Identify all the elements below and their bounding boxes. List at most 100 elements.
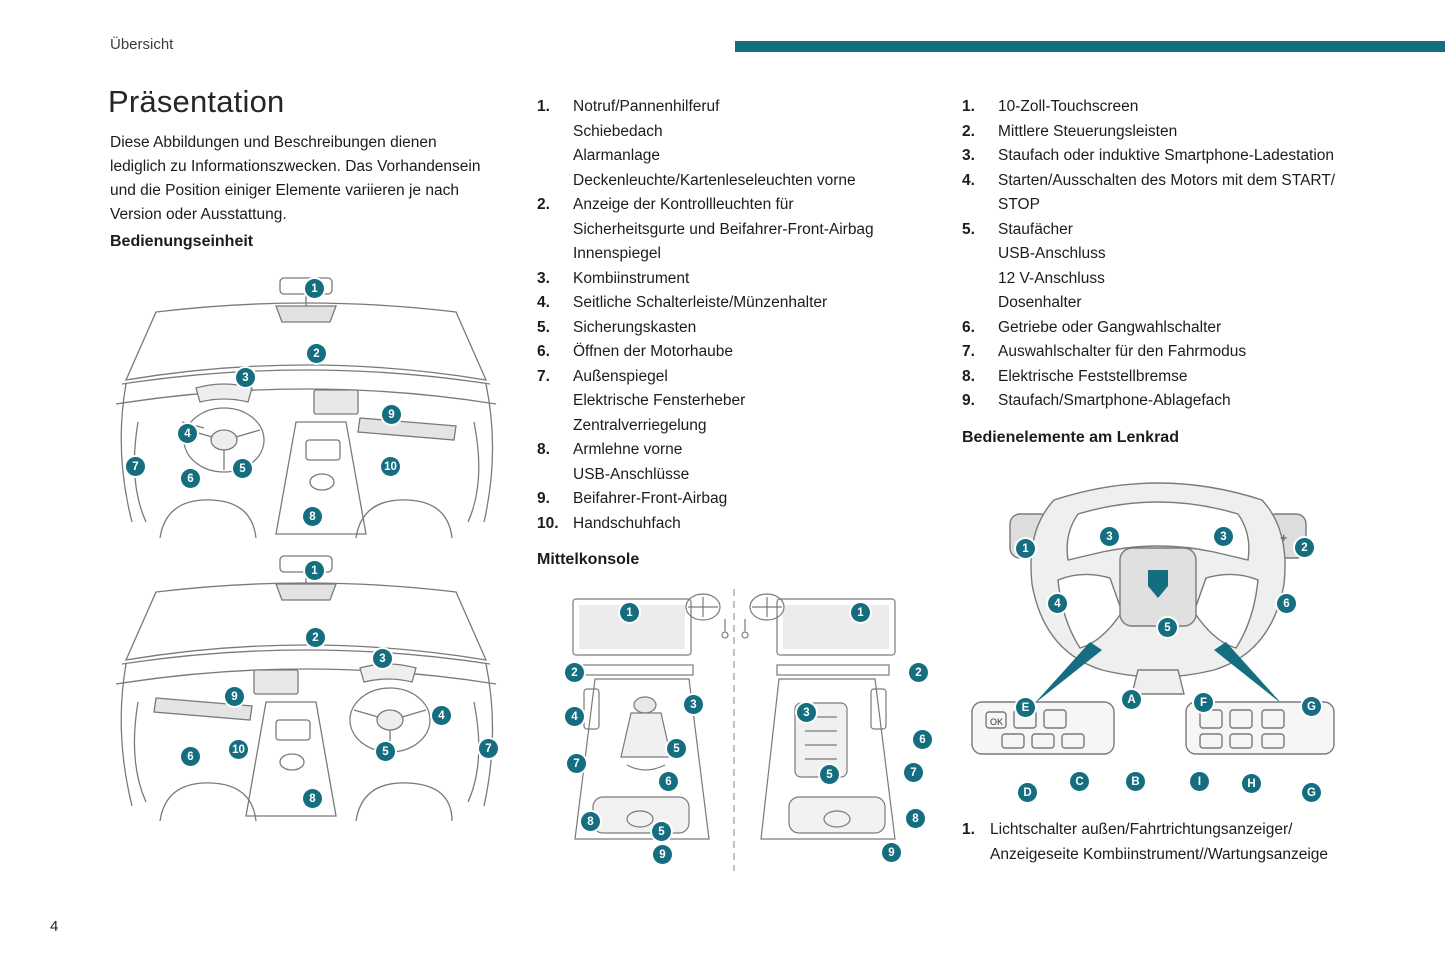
list-item-number: 8.	[537, 441, 550, 458]
callout-badge: 5	[820, 765, 839, 784]
list-item-number: 10.	[537, 514, 559, 532]
callout-badge: 9	[882, 843, 901, 862]
callout-badge: 5	[667, 739, 686, 758]
dashboard-legend-list: 1.Notruf/Pannenhilferuf Schiebedach Alar…	[537, 95, 934, 536]
list-item: 5.Staufächer USB-Anschluss 12 V-Anschlus…	[962, 218, 1392, 316]
list-item-text: Öffnen der Motorhaube	[573, 343, 733, 360]
callout-badge: 6	[659, 772, 678, 791]
callout-badge: 5	[1158, 618, 1177, 637]
callout-badge: E	[1016, 698, 1035, 717]
note-text: Lichtschalter außen/Fahrtrichtungsanzeig…	[990, 821, 1329, 863]
list-item-text: Staufächer USB-Anschluss 12 V-Anschluss …	[998, 220, 1106, 312]
callout-badge: 7	[479, 739, 498, 758]
callout-badge: D	[1018, 783, 1037, 802]
callout-badge: 8	[906, 809, 925, 828]
callout-badge: G	[1302, 783, 1321, 802]
list-item-number: 4.	[962, 171, 975, 189]
list-item-text: Mittlere Steuerungsleisten	[998, 122, 1178, 140]
dashboard-illustration-1	[115, 277, 497, 539]
callout-badge: 6	[1277, 594, 1296, 613]
list-item: 5. Sicherungskasten	[537, 316, 934, 341]
page-title: Präsentation	[108, 84, 285, 119]
callout-badge: 7	[567, 754, 586, 773]
callout-badge: 2	[909, 663, 928, 682]
intro-text: Diese Abbildungen und Beschreibungen die…	[110, 134, 481, 223]
callout-badge: B	[1126, 772, 1145, 791]
callout-badge: 2	[565, 663, 584, 682]
callout-badge: I	[1190, 772, 1209, 791]
callout-badge: 2	[307, 344, 326, 363]
list-item: 10.Handschuhfach	[537, 512, 934, 537]
callout-badge: 2	[306, 628, 325, 647]
callout-badge: 1	[305, 279, 324, 298]
list-item: 3. Kombiinstrument	[537, 267, 934, 292]
header-accent-bar	[735, 41, 1445, 52]
callout-badge: F	[1194, 693, 1213, 712]
callout-badge: 2	[1295, 538, 1314, 557]
list-item-text: Auswahlschalter für den Fahrmodus	[998, 343, 1247, 360]
callout-badge: 1	[1016, 539, 1035, 558]
callout-badge: 1	[305, 561, 324, 580]
list-item-text: Staufach oder induktive Smartphone-Lades…	[998, 147, 1335, 164]
list-item-text: Kombiinstrument	[573, 269, 690, 287]
callout-badge: 6	[181, 469, 200, 488]
list-item-number: 3.	[962, 147, 975, 164]
callout-badge: 4	[178, 424, 197, 443]
list-item-number: 2.	[537, 196, 550, 213]
dashboard-diagram-2: 1 2 3 9 4 5 6 10 7 8	[108, 548, 505, 823]
list-item-number: 1.	[962, 98, 975, 115]
wheel-note: 1. Lichtschalter außen/Fahrtrichtungsanz…	[962, 818, 1392, 867]
list-item: 2. Mittlere Steuerungsleisten	[962, 120, 1392, 145]
callout-badge: 4	[565, 707, 584, 726]
callout-badge: 9	[653, 845, 672, 864]
list-item: 7. Auswahlschalter für den Fahrmodus	[962, 340, 1392, 365]
list-item-text: Anzeige der Kontrollleuchten für Sicherh…	[573, 196, 874, 262]
list-item-text: Armlehne vorne USB-Anschlüsse	[573, 441, 690, 483]
callout-badge: 9	[382, 405, 401, 424]
callout-badge: 5	[233, 459, 252, 478]
list-item-text: 10-Zoll-Touchscreen	[998, 98, 1139, 115]
callout-badge: 8	[303, 507, 322, 526]
list-item: 2. Anzeige der Kontrollleuchten für Siche…	[537, 193, 934, 267]
section-heading-lenkrad: Bedienelemente am Lenkrad	[962, 429, 1179, 446]
section-heading-bedienungseinheit: Bedienungseinheit	[110, 233, 254, 250]
list-item: 7.Außenspiegel Elektrische Fensterheber …	[537, 365, 934, 439]
list-item-number: 3.	[537, 269, 550, 287]
list-item-number: 6.	[962, 318, 975, 336]
list-item-number: 7.	[962, 343, 975, 360]
list-item: 8. Armlehne vorne USB-Anschlüsse	[537, 438, 934, 487]
callout-badge: 3	[684, 695, 703, 714]
list-item: 8.Elektrische Feststellbremse	[962, 365, 1392, 390]
console-illustration	[572, 589, 896, 871]
callout-badge: 6	[181, 747, 200, 766]
console-diagram: 1 2 4 7 3 5 6 8 5 9 1 2 3 6 5 7 8 9	[537, 585, 934, 875]
paddle-minus-label: -	[1025, 530, 1029, 545]
list-item-number: 2.	[962, 122, 975, 140]
list-item: 1.Notruf/Pannenhilferuf Schiebedach Alar…	[537, 95, 934, 193]
callout-badge: 1	[851, 603, 870, 622]
callout-badge: C	[1070, 772, 1089, 791]
ok-button-label: OK	[990, 717, 1003, 727]
list-item: 9.Beifahrer-Front-Airbag	[537, 487, 934, 512]
list-item-text: Getriebe oder Gangwahlschalter	[998, 318, 1222, 336]
note-number: 1.	[962, 821, 975, 838]
steering-wheel-diagram: OK - + 1 3 3 2 4 6 5 E A D C B F G I H G	[962, 452, 1390, 812]
callout-badge: 10	[229, 740, 248, 759]
callout-badge: 3	[373, 649, 392, 668]
list-item-number: 7.	[537, 367, 550, 385]
dashboard-diagram-1: 1 2 3 4 5 6 7 8 9 10	[108, 272, 505, 540]
steering-wheel-illustration: OK - +	[971, 482, 1335, 755]
callout-badge: 9	[225, 687, 244, 706]
paddle-plus-label: +	[1280, 530, 1288, 545]
list-item-text: Elektrische Feststellbremse	[998, 367, 1188, 385]
list-item-text: Sicherungskasten	[573, 318, 697, 336]
list-item-text: Starten/Ausschalten des Motors mit dem S…	[998, 171, 1336, 214]
list-item: 6.Öffnen der Motorhaube	[537, 340, 934, 365]
dashboard-illustration-2	[115, 555, 497, 822]
list-item: 1. 10-Zoll-Touchscreen	[962, 95, 1392, 120]
list-item-text: Seitliche Schalterleiste/Münzenhalter	[573, 294, 828, 311]
callout-badge: 1	[620, 603, 639, 622]
callout-badge: 4	[432, 706, 451, 725]
list-item-number: 5.	[537, 318, 550, 336]
